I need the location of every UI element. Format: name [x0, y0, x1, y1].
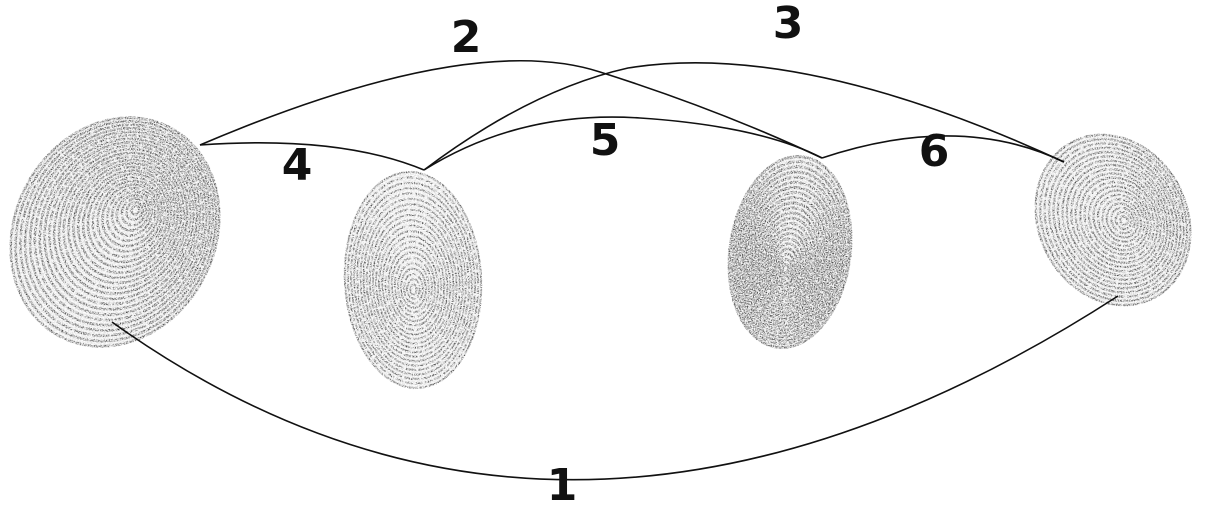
fingerprint-icon [0, 81, 259, 383]
fingerprint-icon [717, 149, 863, 356]
link-label: 2 [451, 12, 482, 63]
link-label: 3 [773, 0, 804, 49]
link-line-1 [112, 296, 1118, 480]
link-label: 6 [919, 126, 950, 177]
fingerprint-icon [1006, 108, 1210, 333]
link-line-5 [424, 117, 822, 170]
link-label: 4 [282, 140, 313, 191]
link-label: 1 [547, 460, 578, 506]
link-line-3 [424, 63, 1064, 170]
fingerprint-icon [339, 169, 486, 392]
link-label: 5 [590, 115, 621, 166]
